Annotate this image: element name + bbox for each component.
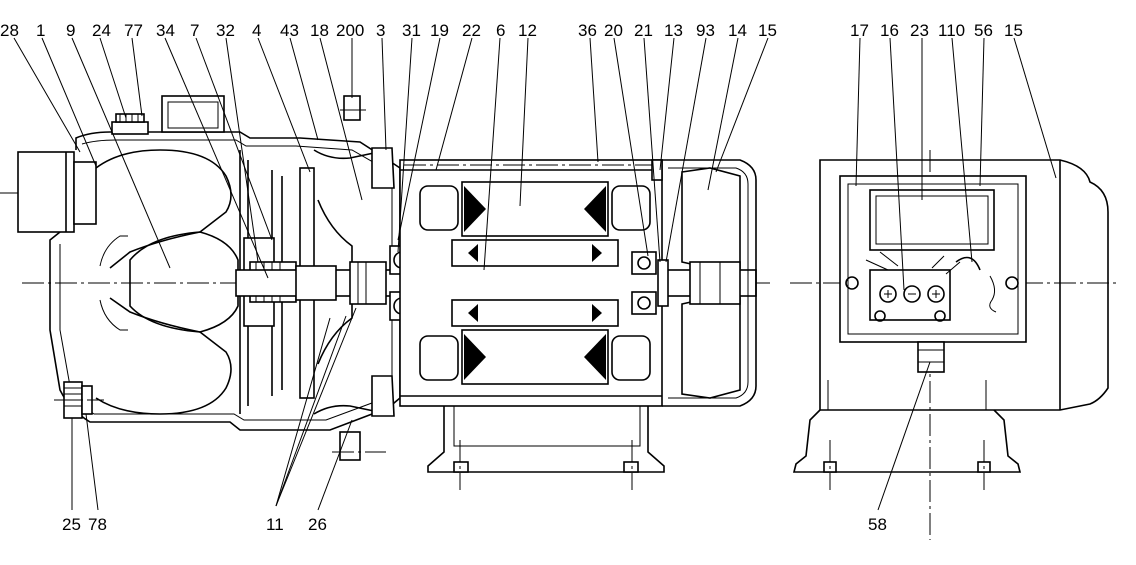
leader-lines (13, 37, 1057, 511)
fan-cover (662, 159, 757, 407)
terminal-box-view (790, 150, 1120, 540)
label-110: 110 (938, 21, 965, 40)
label-34: 34 (156, 21, 175, 40)
rear-bearing (631, 251, 657, 275)
label-7: 7 (190, 21, 199, 40)
capacitor-23 (869, 189, 995, 251)
motor-foot (427, 406, 665, 473)
label-14: 14 (728, 21, 747, 40)
wiring-110 (955, 256, 981, 271)
label-43: 43 (280, 21, 299, 40)
label-36: 36 (578, 21, 597, 40)
label-200: 200 (336, 21, 364, 40)
volute-upper (95, 149, 232, 269)
cable-gland-58 (917, 341, 945, 373)
label-11: 11 (266, 515, 284, 534)
label-22: 22 (462, 21, 481, 40)
label-16: 16 (880, 21, 899, 40)
label-13: 13 (664, 21, 683, 40)
label-24: 24 (92, 21, 111, 40)
label-32: 32 (216, 21, 235, 40)
motor-housing (399, 159, 663, 407)
label-4: 4 (252, 21, 261, 40)
terminal-view-foot (792, 409, 1022, 473)
label-6: 6 (496, 21, 505, 40)
label-9: 9 (66, 21, 75, 40)
motor-bracket (313, 149, 389, 415)
seal-assembly (349, 261, 387, 305)
label-19: 19 (430, 21, 449, 40)
bolt-200 (343, 95, 361, 121)
label-15: 15 (758, 21, 777, 40)
pump-section-view (0, 95, 770, 490)
label-1: 1 (36, 21, 45, 40)
label-21: 21 (634, 21, 653, 40)
label-56: 56 (974, 21, 993, 40)
label-15-right: 15 (1004, 21, 1023, 40)
discharge-port (161, 95, 225, 133)
label-26: 26 (308, 515, 327, 534)
priming-plug-24 (111, 121, 149, 135)
part-labels: 28 1 9 24 77 34 7 32 4 43 18 200 3 31 19… (0, 21, 1023, 534)
label-31: 31 (402, 21, 421, 40)
label-23: 23 (910, 21, 929, 40)
terminal-block-16 (869, 269, 951, 321)
label-25: 25 (62, 515, 81, 534)
label-20: 20 (604, 21, 623, 40)
cooling-fan (681, 167, 741, 269)
label-93: 93 (696, 21, 715, 40)
volute-core (129, 231, 239, 333)
stator-winding (419, 181, 651, 385)
label-78: 78 (88, 515, 107, 534)
motor-end-outline (819, 159, 1109, 411)
label-77: 77 (124, 21, 143, 40)
label-17: 17 (850, 21, 869, 40)
label-58: 58 (868, 515, 887, 534)
label-28: 28 (0, 21, 19, 40)
label-18: 18 (310, 21, 329, 40)
label-12: 12 (518, 21, 537, 40)
label-3: 3 (376, 21, 385, 40)
